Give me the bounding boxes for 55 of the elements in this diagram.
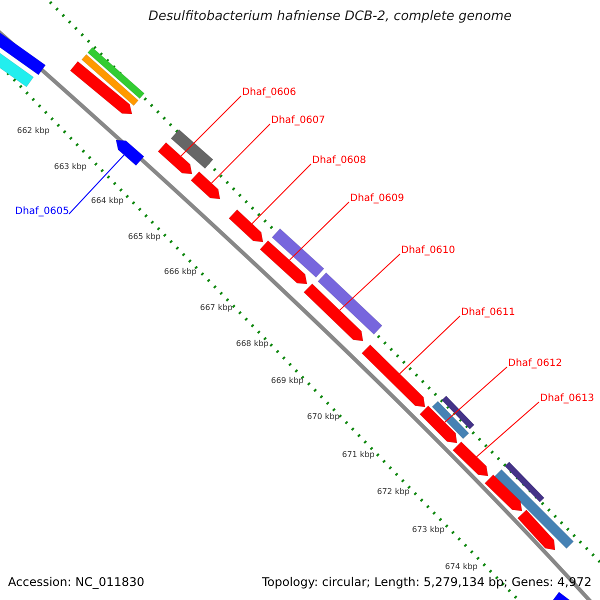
scale-tick-label: 673 kbp [412, 526, 445, 534]
gene-block [318, 272, 382, 335]
gene-block [228, 209, 264, 242]
gene-block [442, 396, 474, 430]
scale-tick-label: 664 kbp [91, 197, 124, 205]
gene-block [87, 47, 145, 99]
scale-tick-label: 672 kbp [377, 488, 410, 496]
leader-line [180, 96, 242, 157]
gene-block [272, 228, 324, 278]
gene-label: Dhaf_0609 [350, 194, 404, 204]
leader-line [211, 124, 270, 184]
leader-line [444, 366, 508, 423]
gene-block [420, 406, 458, 444]
gene-block [432, 400, 470, 440]
gene-label: Dhaf_0610 [401, 246, 456, 256]
gene-block [304, 283, 364, 342]
gene-label: Dhaf_0608 [312, 156, 366, 166]
scale-tick-label: 670 kbp [307, 413, 340, 421]
leader-line [68, 154, 125, 214]
scale-tick-label: 663 kbp [54, 163, 87, 171]
gene-block [452, 441, 488, 476]
scale-tick-label: 671 kbp [342, 451, 375, 459]
leader-line [289, 202, 350, 261]
gene-block [170, 129, 214, 169]
gene-block [504, 462, 544, 502]
leader-line [476, 402, 540, 458]
scale-tick-label: 668 kbp [236, 340, 269, 348]
gene-label: Dhaf_0605 [15, 207, 70, 217]
scale-tick-label: 666 kbp [164, 268, 197, 276]
gene-block [190, 171, 220, 200]
gene-block [158, 142, 192, 174]
gene-block [116, 140, 144, 166]
scale-tick-label: 669 kbp [271, 377, 304, 385]
gene-block [484, 474, 522, 512]
gene-label: Dhaf_0613 [540, 394, 594, 404]
gene-block [70, 61, 132, 114]
scale-tick-label: 674 kbp [445, 563, 478, 571]
gene-label: Dhaf_0611 [461, 308, 516, 318]
scale-tick-label: 667 kbp [200, 304, 233, 312]
leader-line [339, 254, 400, 311]
gene-label: Dhaf_0607 [271, 116, 326, 126]
gene-label: Dhaf_0612 [508, 359, 562, 369]
gene-block [260, 240, 308, 284]
scale-tick-label: 665 kbp [128, 233, 161, 241]
map-title: Desulfitobacterium hafniense DCB-2, complete genome [147, 10, 513, 23]
leader-line [399, 316, 460, 374]
scale-tick-label: 662 kbp [17, 127, 50, 135]
genome-stats-text: Topology: circular; Length: 5,279,134 bp; Genes: 4,972 [262, 576, 592, 588]
gene-block [81, 54, 139, 106]
gene-block [494, 469, 574, 549]
gene-label: Dhaf_0606 [242, 88, 296, 98]
gene-block [362, 344, 426, 408]
accession-text: Accession: NC_011830 [8, 576, 144, 588]
leader-line [252, 164, 312, 224]
gene-block [517, 510, 556, 550]
